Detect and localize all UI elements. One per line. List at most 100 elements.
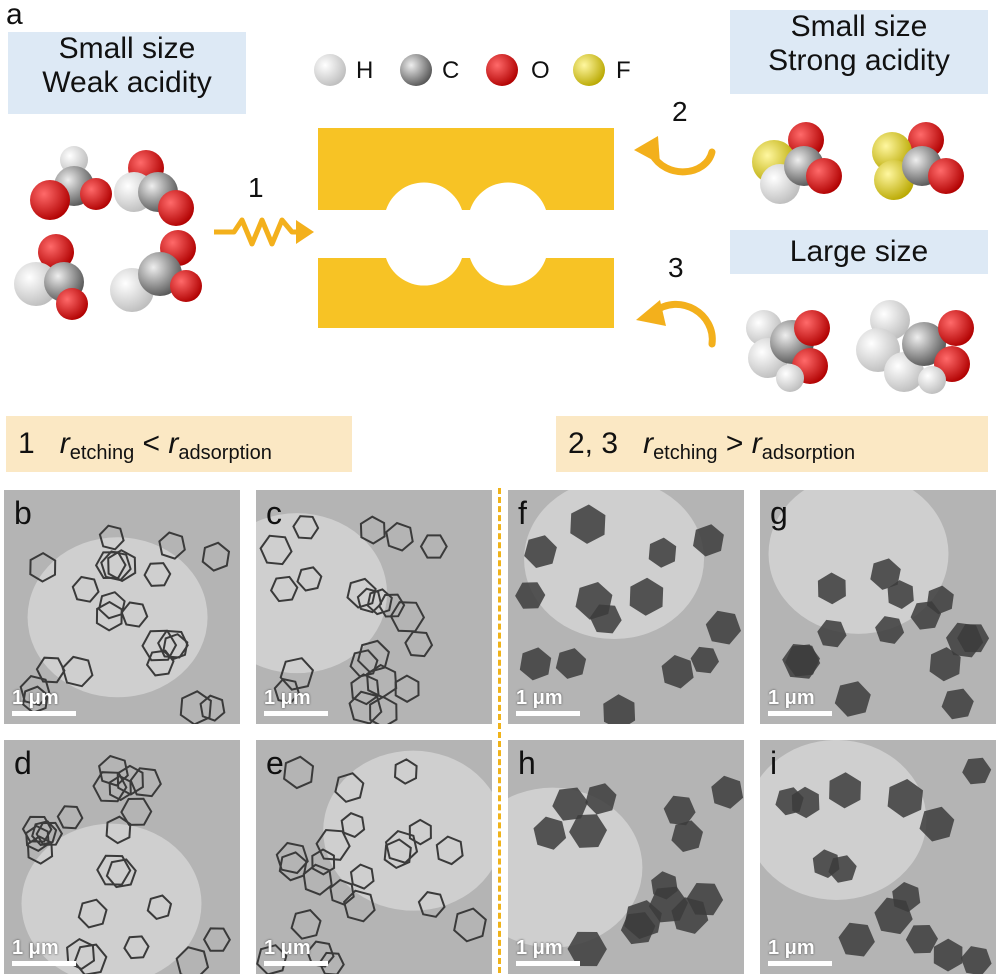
- nanoparticle: [589, 604, 622, 634]
- nanoparticle: [919, 806, 955, 842]
- nanoparticle: [417, 891, 446, 918]
- nanoparticle: [97, 754, 129, 787]
- nanoparticle: [279, 657, 315, 691]
- nanoparticle: [179, 690, 212, 724]
- scale-bar-line: [264, 961, 328, 966]
- tem-panel-i: i 1 μm: [760, 740, 996, 974]
- nanoparticle: [100, 550, 132, 582]
- strong-acid-label-box: Small size Strong acidity: [730, 10, 988, 94]
- panel-label-e: e: [266, 745, 284, 781]
- panel-label-f: f: [518, 495, 527, 531]
- nanoparticle: [329, 878, 355, 906]
- nanoparticle: [834, 681, 871, 717]
- nanoparticle: [145, 649, 175, 677]
- nanoparticle: [21, 815, 53, 843]
- scale-bar-line: [516, 961, 580, 966]
- nanoparticle: [31, 820, 58, 847]
- tem-panel-f: f 1 μm: [508, 490, 744, 724]
- scale-bar-line: [264, 711, 328, 716]
- nanoparticle: [693, 524, 724, 557]
- nanoparticle: [175, 946, 210, 974]
- nanoparticle: [524, 535, 557, 568]
- scale-bar-label: 1 μm: [12, 687, 59, 709]
- nanoparticle: [812, 849, 840, 878]
- scale-bar-line: [12, 961, 76, 966]
- tem-image-b: [4, 490, 240, 724]
- nanoparticle: [129, 767, 162, 798]
- nanoparticle: [275, 841, 309, 875]
- nanoparticle: [71, 575, 100, 603]
- tem-image-f: [508, 490, 744, 724]
- zigzag-arrow-icon: [214, 217, 314, 247]
- nanoparticle: [306, 940, 335, 968]
- nanoparticle: [158, 531, 186, 560]
- nanoparticle: [393, 758, 418, 785]
- nanoparticle: [108, 774, 132, 802]
- scale-bar-label: 1 μm: [12, 937, 59, 959]
- nanoparticle: [887, 580, 914, 609]
- nanoparticle: [94, 551, 127, 580]
- weak-acid-molecules-icon: [14, 146, 202, 320]
- rate-right-r2: r: [751, 427, 762, 460]
- fluorine-atom-icon: [573, 54, 605, 86]
- nanoparticle: [838, 922, 875, 957]
- nanoparticle: [25, 824, 50, 852]
- nanoparticle: [515, 582, 546, 609]
- nanoparticle: [141, 629, 178, 662]
- tem-image-e: [256, 740, 492, 974]
- nanoparticle: [123, 935, 150, 960]
- nanoparticle: [143, 562, 172, 587]
- nanoparticle: [369, 695, 398, 724]
- nanoparticle: [620, 912, 656, 945]
- large-size-label-box: Large size: [730, 230, 988, 274]
- large-acid-molecules-icon: [746, 300, 974, 394]
- strong-acid-line2: Strong acidity: [768, 44, 950, 77]
- rate-left-prefix: 1: [18, 427, 35, 460]
- panel-label-i: i: [770, 745, 778, 781]
- nanoparticle: [96, 854, 132, 886]
- nanoparticle: [690, 646, 719, 674]
- nanoparticle: [929, 647, 961, 682]
- nanoparticle: [389, 601, 426, 633]
- nanoparticle: [349, 863, 375, 890]
- panel-label-c: c: [266, 495, 282, 531]
- dashed-divider: [498, 488, 501, 973]
- nanoparticle: [348, 690, 383, 724]
- nanoparticle: [567, 931, 607, 967]
- panel-label-a: a: [6, 0, 23, 31]
- nanoparticle: [256, 944, 288, 974]
- nanoparticle: [120, 797, 153, 826]
- nanoparticle: [296, 566, 323, 592]
- scale-bar: 1 μm: [768, 687, 832, 716]
- nanoparticle: [26, 835, 54, 865]
- rate-right-sub2: adsorption: [761, 442, 856, 464]
- rate-left-sub2: adsorption: [178, 442, 272, 464]
- rate-right-prefix: 2, 3: [568, 427, 619, 460]
- nanoparticle: [283, 755, 315, 790]
- nanoparticle: [933, 938, 963, 972]
- rate-comparison-right: 2, 3 retching > radsorption: [556, 416, 988, 472]
- scale-bar-label: 1 μm: [516, 687, 563, 709]
- nanoparticle: [905, 925, 938, 954]
- panel-label-d: d: [14, 745, 32, 781]
- nanoparticle: [342, 889, 376, 923]
- tem-panel-d: d 1 μm: [4, 740, 240, 974]
- nanoparticle: [663, 795, 696, 826]
- panel-label-b: b: [14, 495, 32, 531]
- tem-image-d: [4, 740, 240, 974]
- oxygen-atom-icon: [486, 54, 518, 86]
- nanoparticle: [273, 678, 301, 704]
- nanoparticle: [962, 757, 992, 785]
- nanoparticle: [419, 534, 448, 559]
- nanoparticle: [941, 688, 974, 720]
- scale-bar-line: [768, 961, 832, 966]
- scale-bar: 1 μm: [768, 937, 832, 966]
- nanoparticle: [346, 577, 377, 609]
- nanoparticle: [56, 805, 84, 830]
- nanoparticle: [569, 814, 607, 848]
- tem-image-c: [256, 490, 492, 724]
- step-3-label: 3: [668, 252, 684, 283]
- weak-acid-label-box: Small size Weak acidity: [8, 32, 246, 114]
